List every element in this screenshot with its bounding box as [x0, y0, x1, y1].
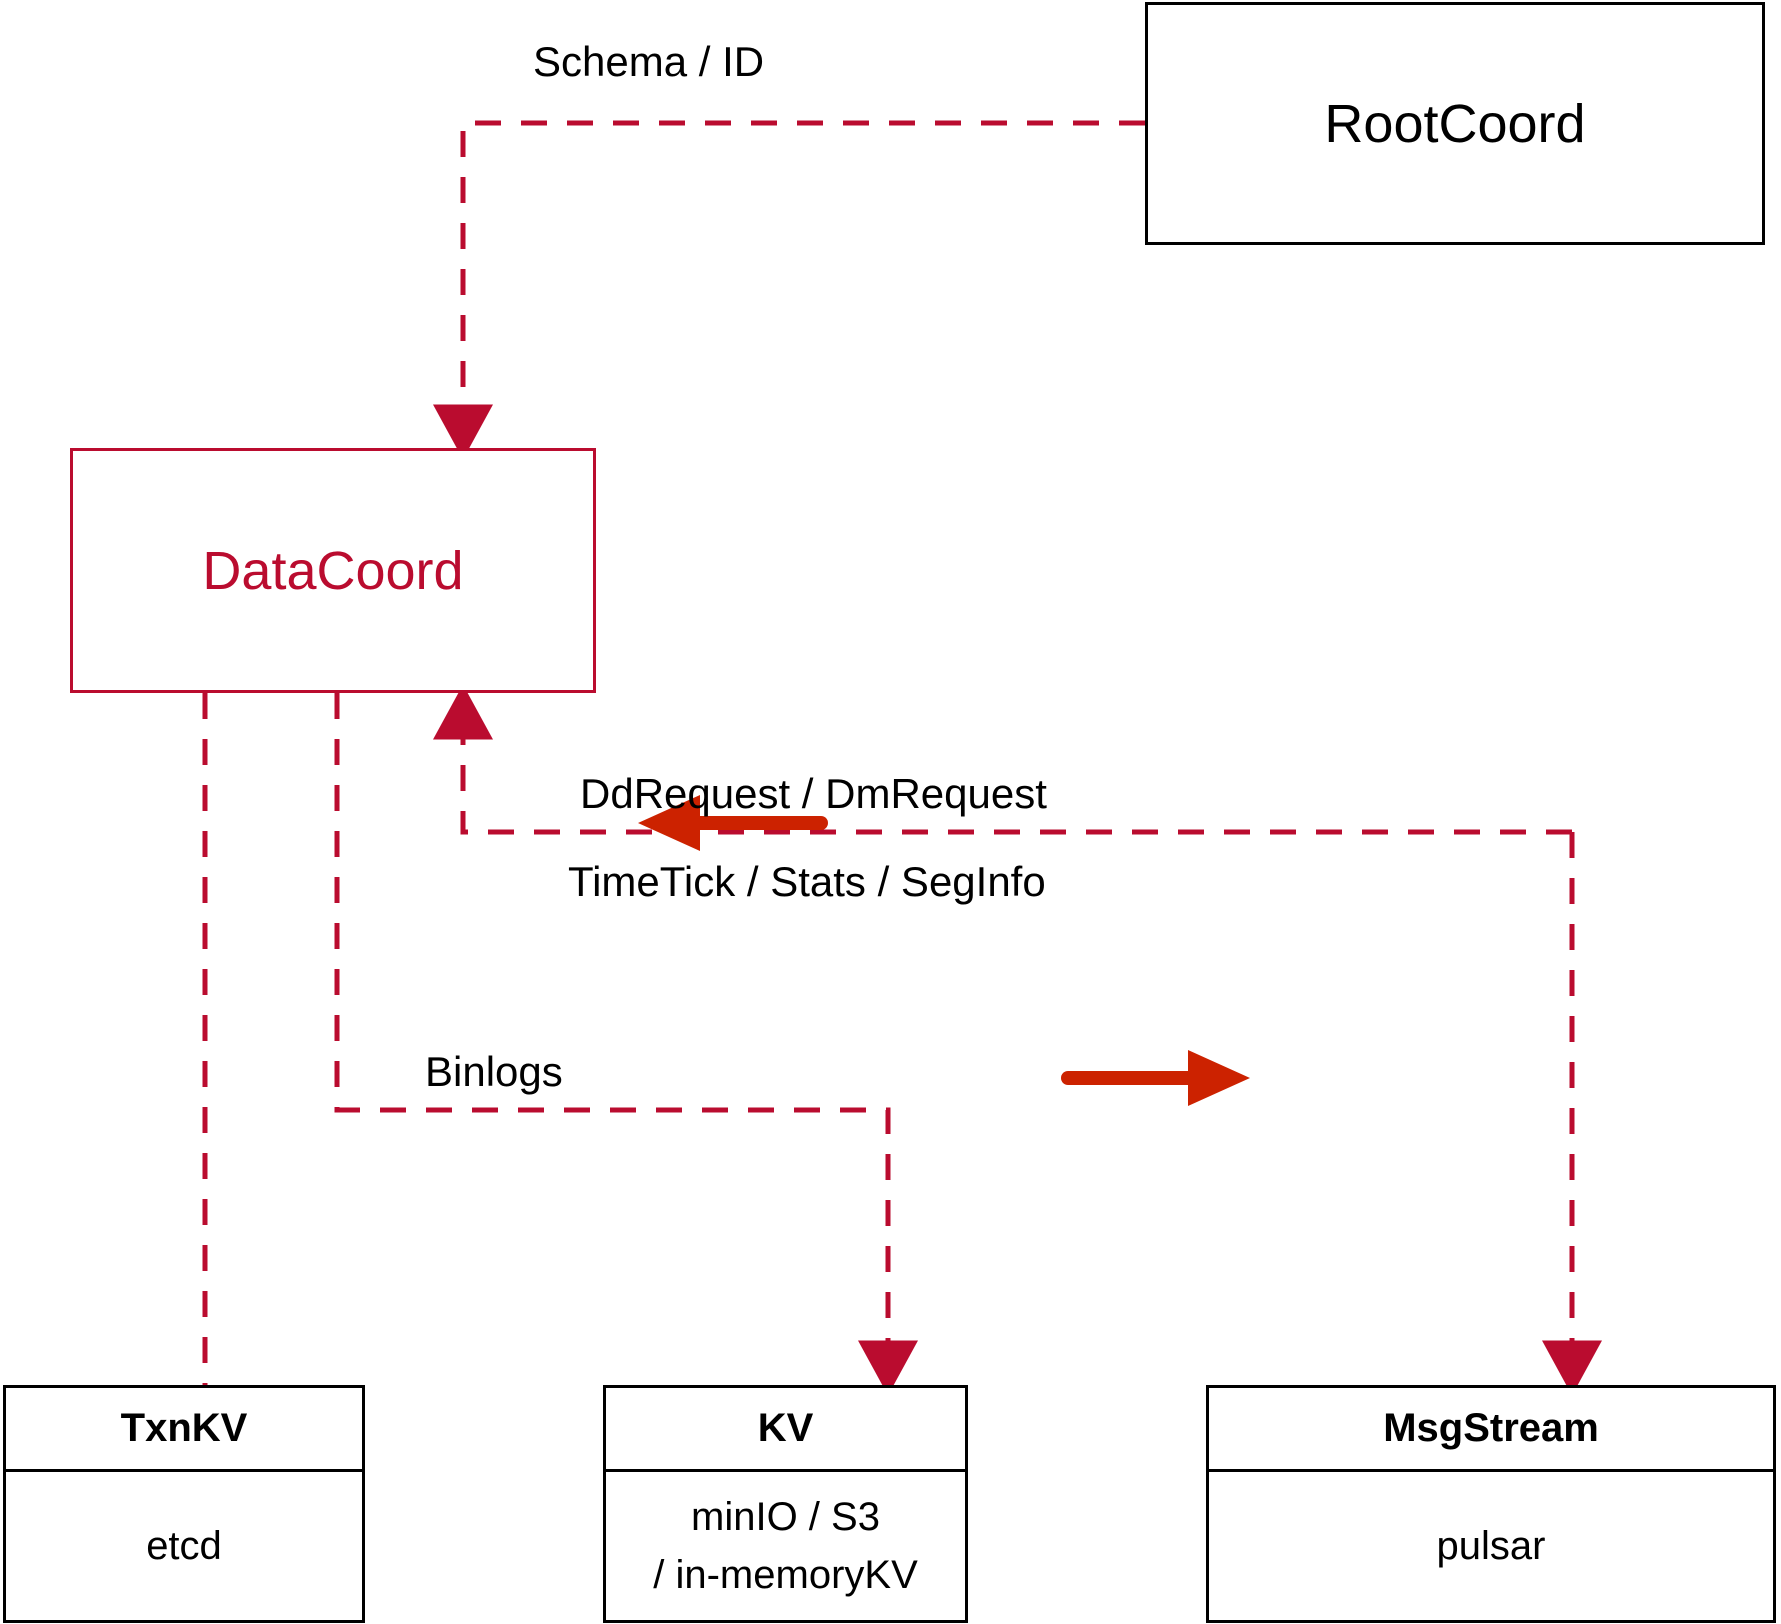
edge-label-schema-id: Schema / ID — [533, 38, 765, 85]
node-rootcoord[interactable]: RootCoord — [1145, 2, 1765, 245]
edge-label-ddrequest-dmrequest: DdRequest / DmRequest — [580, 770, 1047, 817]
direction-arrow-right-icon — [1061, 1050, 1250, 1106]
edge-label-binlogs: Binlogs — [425, 1048, 563, 1095]
direction-arrow-left-icon — [638, 795, 828, 851]
node-kv-line1: minIO / S3 — [691, 1495, 880, 1539]
node-kv[interactable]: KV minIO / S3 / in-memoryKV — [603, 1385, 968, 1623]
node-txnkv-header: TxnKV — [6, 1388, 362, 1472]
edge-label-timetick-stats-seginfo: TimeTick / Stats / SegInfo — [568, 858, 1046, 905]
node-kv-header: KV — [606, 1388, 965, 1472]
node-datacoord-label: DataCoord — [202, 540, 464, 601]
node-msgstream-body: pulsar — [1209, 1472, 1773, 1620]
edge-binlogs — [334, 693, 918, 1396]
node-txnkv-line1: etcd — [146, 1524, 222, 1568]
node-txnkv[interactable]: TxnKV etcd — [3, 1385, 365, 1623]
node-rootcoord-label: RootCoord — [1324, 93, 1586, 154]
edge-schema-id — [433, 120, 1145, 460]
node-msgstream-line1: pulsar — [1436, 1524, 1546, 1568]
node-msgstream[interactable]: MsgStream pulsar — [1206, 1385, 1776, 1623]
node-kv-body: minIO / S3 / in-memoryKV — [606, 1472, 965, 1620]
node-txnkv-body: etcd — [6, 1472, 362, 1620]
node-kv-line2: / in-memoryKV — [653, 1553, 918, 1597]
edge-ddrequest-dmrequest — [433, 684, 1572, 835]
node-datacoord[interactable]: DataCoord — [70, 448, 596, 693]
node-msgstream-header: MsgStream — [1209, 1388, 1773, 1472]
